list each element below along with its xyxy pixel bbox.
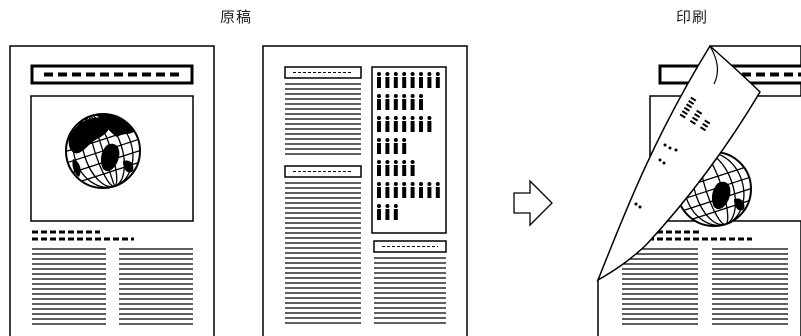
person-icon-body [410,99,415,110]
person-icon-body [393,187,398,198]
person-icon-head [377,72,381,76]
person-icon-body [385,121,390,132]
person-icon-body [393,165,398,176]
person-icon-head [385,204,390,208]
person-icon-body [435,187,440,198]
person-icon-body [402,165,407,176]
person-icon [377,72,440,220]
person-icon-body [385,209,390,220]
person-icon-body [393,121,398,132]
person-icon-head [435,182,440,186]
header-bar [30,64,194,85]
person-icon-head [402,182,407,186]
person-icon-head [377,160,381,164]
person-icon-body [385,187,390,198]
person-icon-body [377,187,381,198]
text-columns [32,248,193,325]
person-icon-body [385,143,390,154]
person-icon-body [385,77,390,88]
person-icon-body [402,143,407,154]
person-icon-head [419,94,423,98]
person-icon-head [419,72,423,76]
person-icon-body [435,77,440,88]
person-icon-head [393,116,398,120]
person-icon-head [377,116,381,120]
person-icon-head [385,72,390,76]
curled-sheet [596,44,761,282]
person-icon-body [419,77,423,88]
person-icon-body [377,165,381,176]
person-icon-body [410,77,415,88]
person-icon-head [377,182,381,186]
person-icon-body [410,121,415,132]
person-icon-body [402,99,407,110]
person-icon-body [393,209,398,220]
person-icon-head [393,204,398,208]
person-icon-head [402,94,407,98]
original-label: 原稿 [220,8,253,26]
person-icon-head [402,160,407,164]
right-column-text [374,257,446,324]
globe-icon [65,113,141,189]
person-icon-head [385,182,390,186]
person-icon-head [393,160,398,164]
person-icon-body [393,99,398,110]
person-icon-body [410,165,415,176]
person-icon-head [427,182,432,186]
original-page-2 [262,45,468,336]
original-page-1 [9,45,215,336]
person-icon-body [393,77,398,88]
person-icon-body [385,99,390,110]
person-icon-head [377,204,381,208]
person-icon-head [385,138,390,142]
person-icon-head [402,138,407,142]
person-icon-body [419,99,423,110]
person-icon-head [402,72,407,76]
person-icon-head [385,160,390,164]
person-icon-head [393,94,398,98]
person-icon-head [402,116,407,120]
person-icon-head [419,182,423,186]
person-icon-body [419,187,423,198]
person-icon-head [385,116,390,120]
print-label: 印刷 [676,8,709,26]
person-icon-body [427,187,432,198]
person-icon-body [410,187,415,198]
left-column-text [285,83,361,155]
person-icon-head [435,72,440,76]
person-icon-body [377,99,381,110]
person-icon-head [410,182,415,186]
person-icon-head [419,116,423,120]
person-icon-head [427,116,432,120]
person-icon-body [393,143,398,154]
person-icon-head [393,182,398,186]
section-heading [32,230,134,241]
person-icon-head [410,72,415,76]
person-icon-head [410,116,415,120]
person-icon-head [410,160,415,164]
person-icon-head [377,94,381,98]
person-icon-head [427,72,432,76]
right-arrow-icon [513,179,553,227]
person-icon-head [385,94,390,98]
person-icon-body [419,121,423,132]
left-column-text [285,182,361,324]
printed-result [596,44,801,336]
person-icon-head [377,138,381,142]
person-icon-body [427,121,432,132]
person-icon-body [377,77,381,88]
person-icon-body [402,187,407,198]
person-icon-body [385,165,390,176]
person-icon-body [377,209,381,220]
people-figure-box [371,66,447,234]
person-icon-body [377,121,381,132]
person-icon-head [393,138,398,142]
person-icon-body [377,143,381,154]
person-icon-head [393,72,398,76]
person-icon-body [402,77,407,88]
person-icon-body [402,121,407,132]
person-icon-head [410,94,415,98]
person-icon-body [427,77,432,88]
